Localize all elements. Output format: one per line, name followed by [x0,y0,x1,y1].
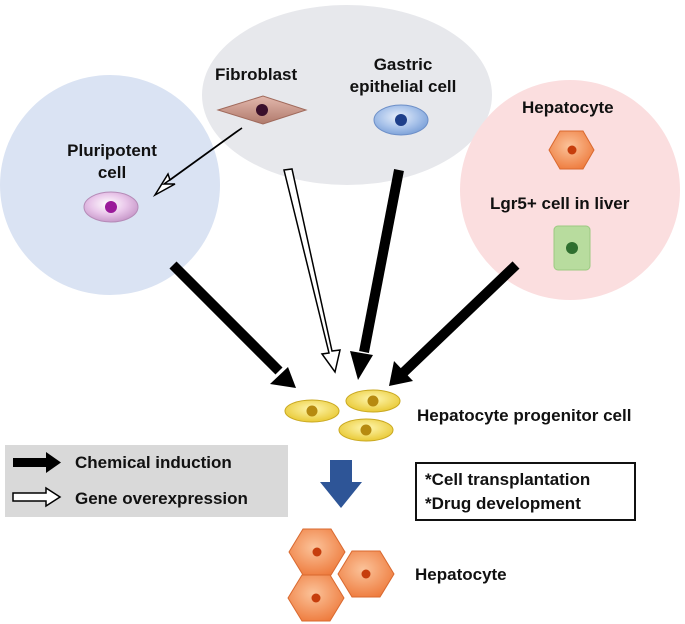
legend-white-arrow-icon [12,486,62,508]
chemical-arrow-from-liver [389,261,520,386]
pluripotent-label-line1: Pluripotent [67,141,157,160]
hepatocyte-source-label: Hepatocyte [522,98,614,117]
chemical-arrow-from-pluripotent [169,261,296,388]
progenitor-cells-icon [284,389,401,442]
fibroblast-gastric-region [202,5,492,185]
gene-arrow-fibroblast-to-pluripotent [152,127,243,198]
legend-chemical-label: Chemical induction [75,453,232,472]
lgr5-cell-icon [553,225,591,271]
legend-arrows [12,452,62,508]
application-line1: *Cell transplantation [425,470,591,489]
hepatocyte-source-icon [548,130,595,170]
gastric-cell-icon [373,104,429,136]
pluripotent-label: Pluripotent cell [52,140,172,184]
gastric-label: Gastric epithelial cell [338,54,468,98]
lgr5-label: Lgr5+ cell in liver [490,194,630,213]
application-line2: *Drug development [425,494,581,513]
applications-box: *Cell transplantation *Drug development [415,462,636,521]
fibroblast-label: Fibroblast [215,65,298,84]
pluripotent-cell-icon [83,191,139,223]
hepatocytes-result-icon [287,528,395,622]
progenitor-label: Hepatocyte progenitor cell [417,406,632,425]
pluripotent-region [0,75,220,295]
liver-region [460,80,680,300]
hepatocyte-result-label: Hepatocyte [415,565,507,584]
gastric-label-line1: Gastric [373,55,433,74]
legend-gene-label: Gene overexpression [75,489,248,508]
differentiation-arrow-icon [320,460,362,508]
gene-arrow-fibroblast-to-progenitor [283,168,341,374]
legend-black-arrow-icon [13,452,61,473]
chemical-arrow-from-gastric [350,169,404,380]
legend: Chemical induction Gene overexpression [5,445,288,517]
gastric-label-line2: epithelial cell [349,77,457,96]
pluripotent-label-line2: cell [97,163,127,182]
fibroblast-cell-icon [216,95,308,125]
